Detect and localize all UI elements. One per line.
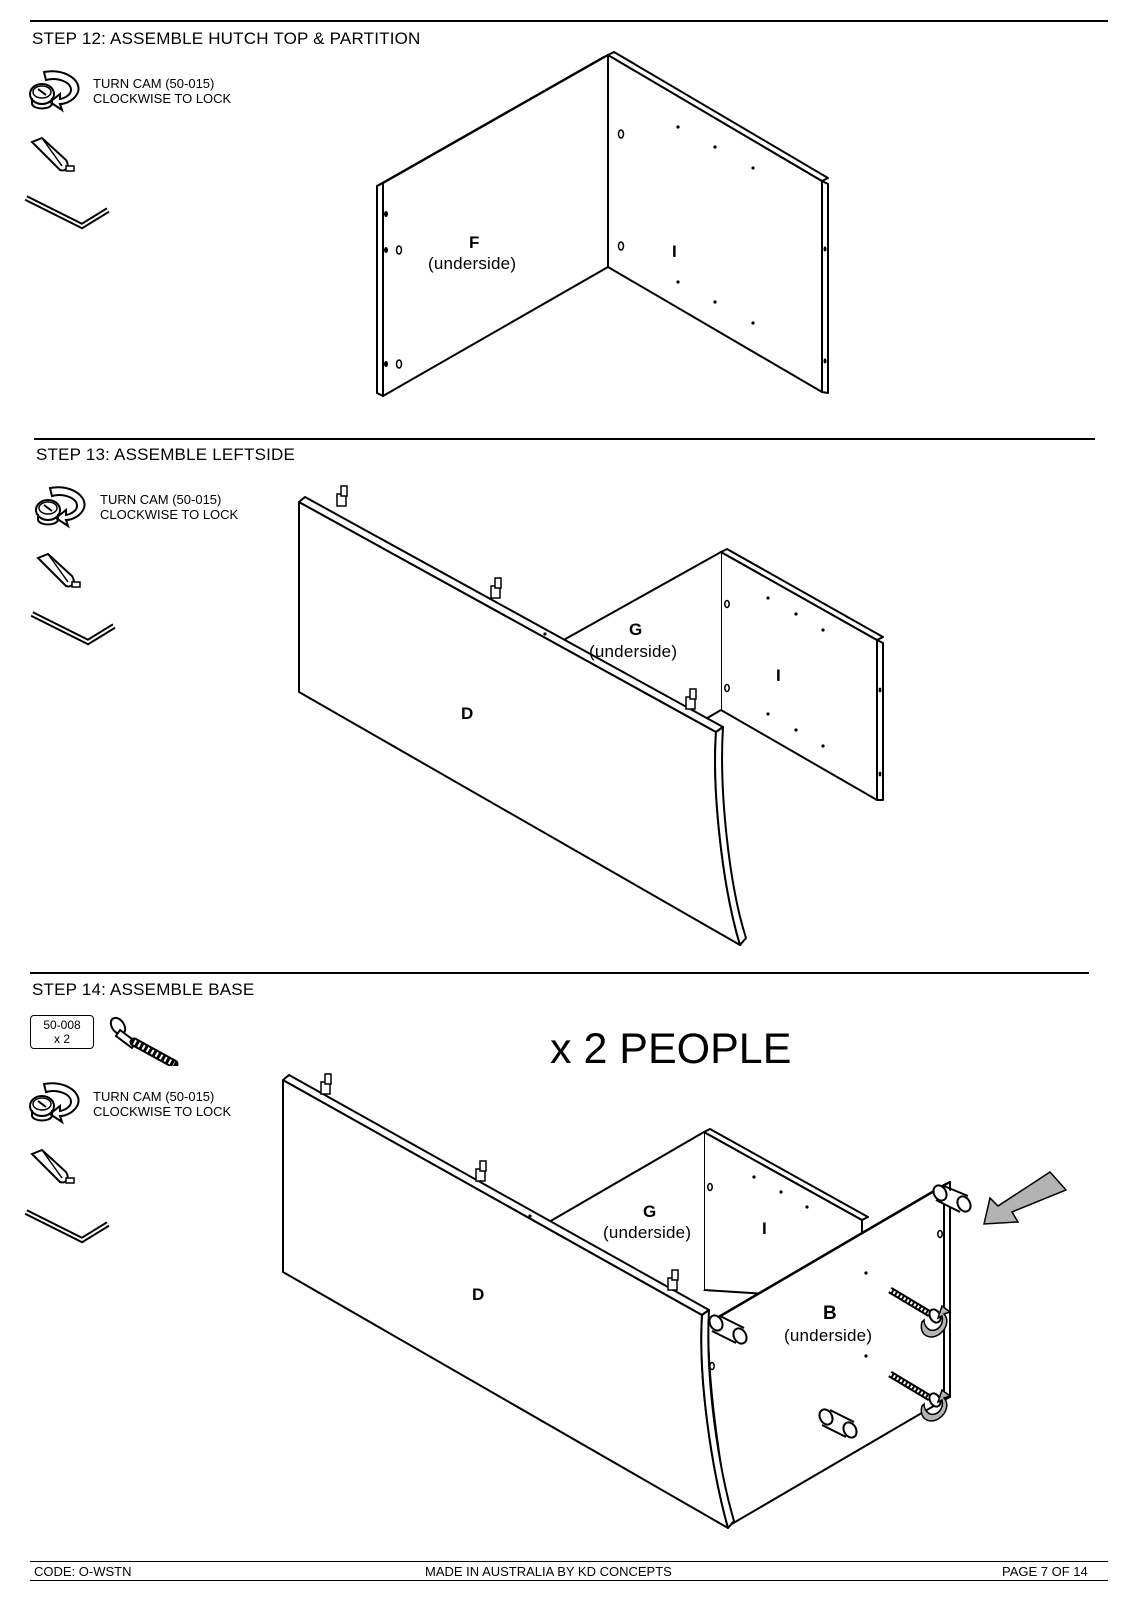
cam-lock-icon [29,70,80,113]
allen-key-icon [24,195,110,230]
panel-d-letter: D [461,704,474,723]
screwdriver-tip-icon [30,1148,75,1184]
step-13-rule [34,438,1095,440]
step-14-rule [30,972,1089,974]
step-13-heading: STEP 13: ASSEMBLE LEFTSIDE [36,445,296,464]
panel-i-letter: I [672,242,677,261]
allen-key-icon [30,611,116,646]
panel-f-note: (underside) [428,254,517,273]
panel-b-letter: B [823,1303,837,1324]
panel-g-note: (underside) [589,642,678,661]
screwdriver-tip-icon [30,136,75,172]
step-14-cam-note: TURN CAM (50-015) CLOCKWISE TO LOCK [93,1089,232,1119]
panel-d-letter: D [472,1285,485,1304]
cam-lock-icon [29,1082,80,1125]
footer-code: CODE: O-WSTN [34,1564,132,1579]
step-12-cam-note: TURN CAM (50-015) CLOCKWISE TO LOCK [93,76,232,106]
panel-f-letter: F [469,233,480,252]
two-people-notice: x 2 PEOPLE [550,1025,792,1073]
step-14-heading: STEP 14: ASSEMBLE BASE [32,980,255,999]
step-12-heading: STEP 12: ASSEMBLE HUTCH TOP & PARTITION [32,29,421,48]
step-13-cam-note: TURN CAM (50-015) CLOCKWISE TO LOCK [100,492,239,522]
footer-made-in: MADE IN AUSTRALIA BY KD CONCEPTS [425,1564,672,1579]
panel-g-letter: G [643,1202,657,1221]
bolt-icon [109,1016,179,1066]
footer-page: PAGE 7 OF 14 [1002,1564,1088,1579]
part-code: 50-008 [43,1018,81,1032]
panel-g-note: (underside) [603,1223,692,1242]
step-12-rule [30,20,1108,22]
panel-i-letter: I [776,666,781,685]
footer-rule-bottom [30,1580,1108,1581]
screwdriver-tip-icon [36,552,81,588]
cam-lock-icon [35,486,86,529]
part-quantity-box: 50-008 x 2 [30,1015,94,1049]
dowel-icon [708,1184,972,1439]
push-direction-arrow-icon [983,1171,1068,1225]
panel-b-note: (underside) [784,1326,873,1345]
allen-key-icon [24,1209,110,1244]
footer-rule-top [30,1561,1108,1562]
panel-g-letter: G [629,620,643,639]
panel-i-letter: I [762,1219,767,1238]
part-qty: x 2 [53,1032,70,1046]
